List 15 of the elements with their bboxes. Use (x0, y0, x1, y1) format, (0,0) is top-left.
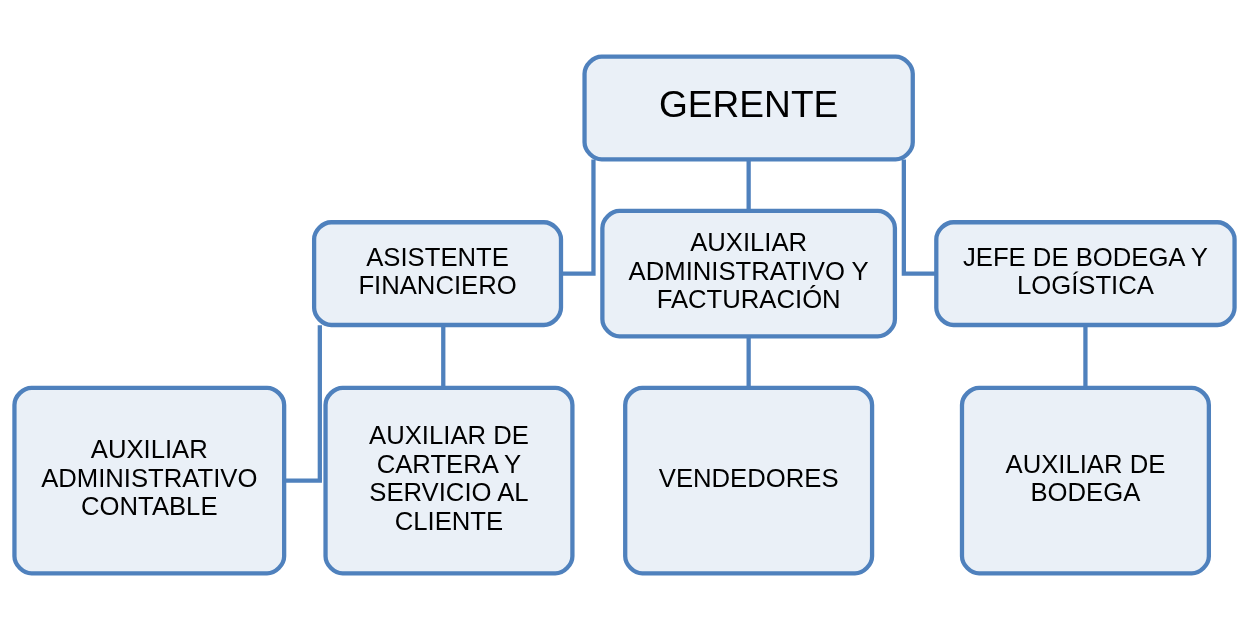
connector (441, 325, 446, 388)
connector (901, 159, 937, 276)
node-box: GERENTE (582, 54, 915, 162)
connector (284, 325, 322, 483)
node-box: JEFE DE BODEGA Y LOGÍSTICA (934, 220, 1237, 328)
connector (561, 159, 596, 276)
connector (746, 336, 751, 388)
node-box: AUXILIAR ADMINISTRATIVO CONTABLE (12, 385, 287, 576)
node-box: AUXILIAR DE BODEGA (959, 385, 1211, 576)
connector (746, 159, 751, 211)
node-box: ASISTENTE FINANCIERO (312, 220, 564, 328)
node-box: VENDEDORES (623, 385, 875, 576)
connector (1083, 325, 1088, 388)
node-box: AUXILIAR ADMINISTRATIVO Y FACTURACIÓN (600, 208, 898, 339)
node-box: AUXILIAR DE CARTERA Y SERVICIO AL CLIENTE (323, 385, 575, 576)
